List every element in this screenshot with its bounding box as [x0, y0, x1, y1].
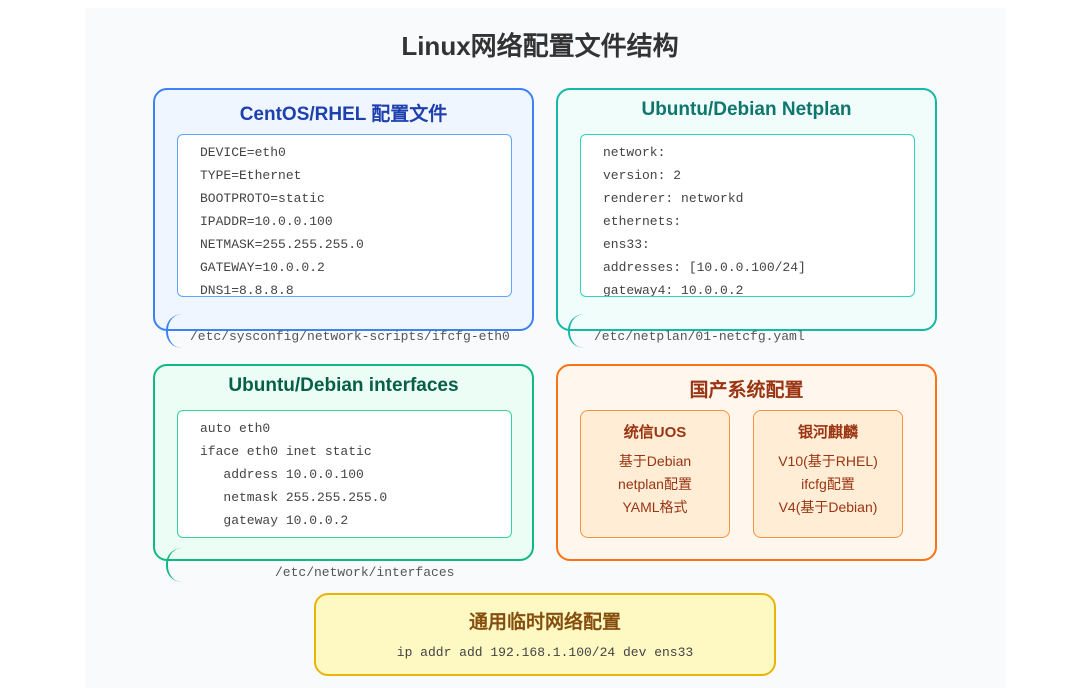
netplan-code: network: version: 2 renderer: networkd e…: [580, 134, 915, 297]
code-line: GATEWAY=10.0.0.2: [200, 260, 325, 275]
interfaces-code: auto eth0 iface eth0 inet static address…: [177, 410, 512, 538]
code-line: auto eth0: [200, 421, 271, 436]
domestic-box: 国产系统配置 统信UOS 基于Debian netplan配置 YAML格式 银…: [556, 364, 937, 561]
code-line: netmask 255.255.255.0: [200, 490, 388, 505]
netplan-path-brace: [568, 314, 586, 348]
centos-box: CentOS/RHEL 配置文件 DEVICE=eth0 TYPE=Ethern…: [153, 88, 534, 331]
uos-line: YAML格式: [622, 499, 688, 515]
code-line: addresses: [10.0.0.100/24]: [603, 260, 806, 275]
temp-config-title: 通用临时网络配置: [468, 612, 621, 633]
temp-config-command: ip addr add 192.168.1.100/24 dev ens33: [396, 645, 694, 660]
kylin-line: ifcfg配置: [801, 476, 855, 492]
uos-line: netplan配置: [618, 476, 692, 492]
netplan-path: /etc/netplan/01-netcfg.yaml: [594, 329, 805, 344]
code-line: NETMASK=255.255.255.0: [200, 237, 364, 252]
code-line: IPADDR=10.0.0.100: [200, 214, 333, 229]
interfaces-path-brace: [166, 548, 184, 582]
code-line: renderer: networkd: [603, 191, 744, 206]
interfaces-title: Ubuntu/Debian interfaces: [228, 375, 459, 396]
interfaces-box: Ubuntu/Debian interfaces auto eth0 iface…: [153, 364, 534, 561]
page-title: Linux网络配置文件结构: [401, 31, 679, 61]
uos-card: 统信UOS 基于Debian netplan配置 YAML格式: [580, 410, 730, 538]
code-line: ethernets:: [603, 214, 682, 229]
domestic-title: 国产系统配置: [689, 380, 804, 401]
centos-path: /etc/sysconfig/network-scripts/ifcfg-eth…: [190, 329, 510, 344]
code-line: DEVICE=eth0: [200, 145, 286, 160]
kylin-title: 银河麒麟: [797, 424, 858, 441]
kylin-line: V4(基于Debian): [778, 499, 878, 515]
code-line: TYPE=Ethernet: [200, 168, 302, 183]
centos-title: CentOS/RHEL 配置文件: [239, 104, 448, 125]
uos-line: 基于Debian: [618, 453, 692, 469]
netplan-box: Ubuntu/Debian Netplan network: version: …: [556, 88, 937, 331]
code-line: address 10.0.0.100: [200, 467, 364, 482]
uos-title: 统信UOS: [623, 424, 687, 441]
code-line: iface eth0 inet static: [200, 444, 372, 459]
kylin-line: V10(基于RHEL): [778, 453, 878, 469]
kylin-card: 银河麒麟 V10(基于RHEL) ifcfg配置 V4(基于Debian): [753, 410, 903, 538]
code-line: version: 2: [603, 168, 682, 183]
centos-path-brace: [166, 314, 184, 348]
code-line: DNS1=8.8.8.8: [200, 283, 294, 297]
code-line: ens33:: [603, 237, 650, 252]
netplan-title: Ubuntu/Debian Netplan: [641, 99, 852, 120]
temp-config-box: 通用临时网络配置 ip addr add 192.168.1.100/24 de…: [314, 593, 776, 676]
code-line: network:: [603, 145, 666, 160]
centos-code: DEVICE=eth0 TYPE=Ethernet BOOTPROTO=stat…: [177, 134, 512, 297]
interfaces-path: /etc/network/interfaces: [275, 565, 455, 580]
code-line: gateway4: 10.0.0.2: [603, 283, 744, 297]
code-line: BOOTPROTO=static: [200, 191, 325, 206]
code-line: gateway 10.0.0.2: [200, 513, 349, 528]
